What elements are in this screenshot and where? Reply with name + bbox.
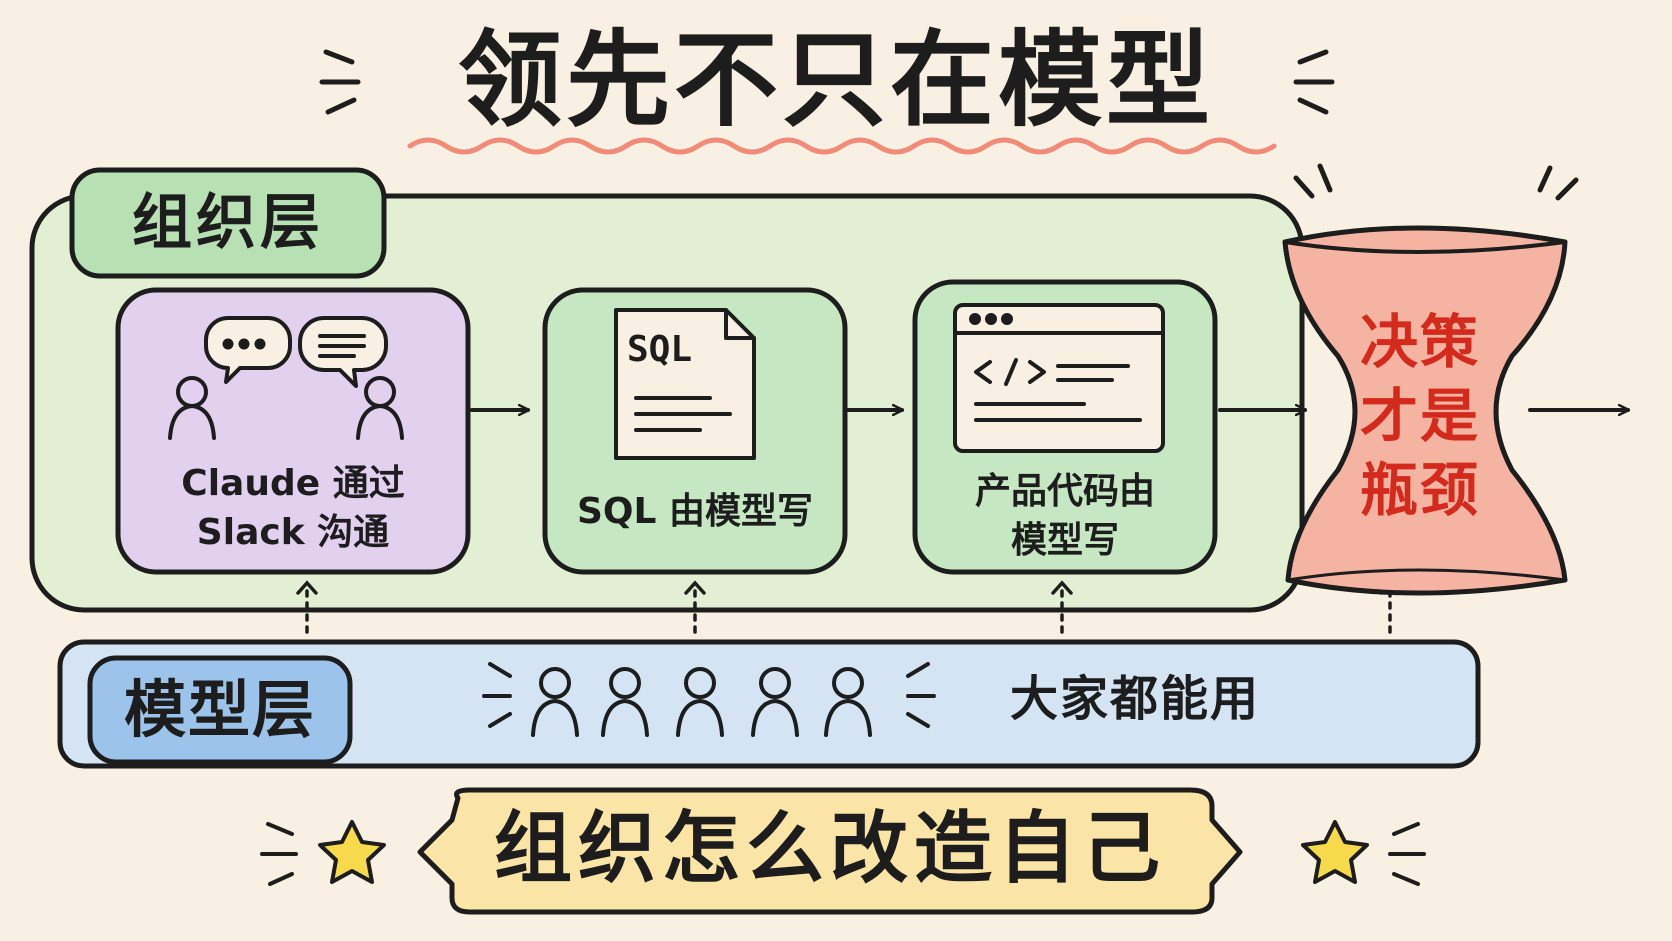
model-layer-text: 大家都能用 [1010,671,1261,727]
bottom-banner-text: 组织怎么改造自己 [493,804,1166,894]
model-layer-label: 模型层 [123,673,316,746]
people-accent-icon [482,662,936,728]
org-layer-tab [69,167,387,279]
people-row-icon [531,667,872,737]
card-sql-label: SQL 由模型写 [576,491,813,532]
card-code-label: 产品代码由 模型写 [974,471,1155,561]
code-window-icon [953,303,1165,453]
title-accent-right-icon [1293,49,1335,115]
star-left-icon [260,820,386,886]
model-layer-tab [87,655,353,765]
bottleneck-label: 决策 才是 瓶颈 [1359,308,1480,525]
hourglass-icon [1282,225,1568,596]
chat-people-icon [168,316,404,440]
page-title: 领先不只在模型 [457,19,1214,141]
bottom-banner-shape [417,787,1243,915]
sql-file-icon [614,308,756,460]
title-accent-left-icon [319,49,361,115]
star-right-icon [1301,820,1426,886]
card-slack-label: Claude 通过 Slack 沟通 [181,463,405,553]
org-layer-label: 组织层 [132,188,324,258]
hourglass-emphasis-icon [1293,163,1579,201]
support-arrows [305,588,1392,634]
title-underline [407,137,1277,155]
sql-icon-label: SQL [627,329,693,370]
